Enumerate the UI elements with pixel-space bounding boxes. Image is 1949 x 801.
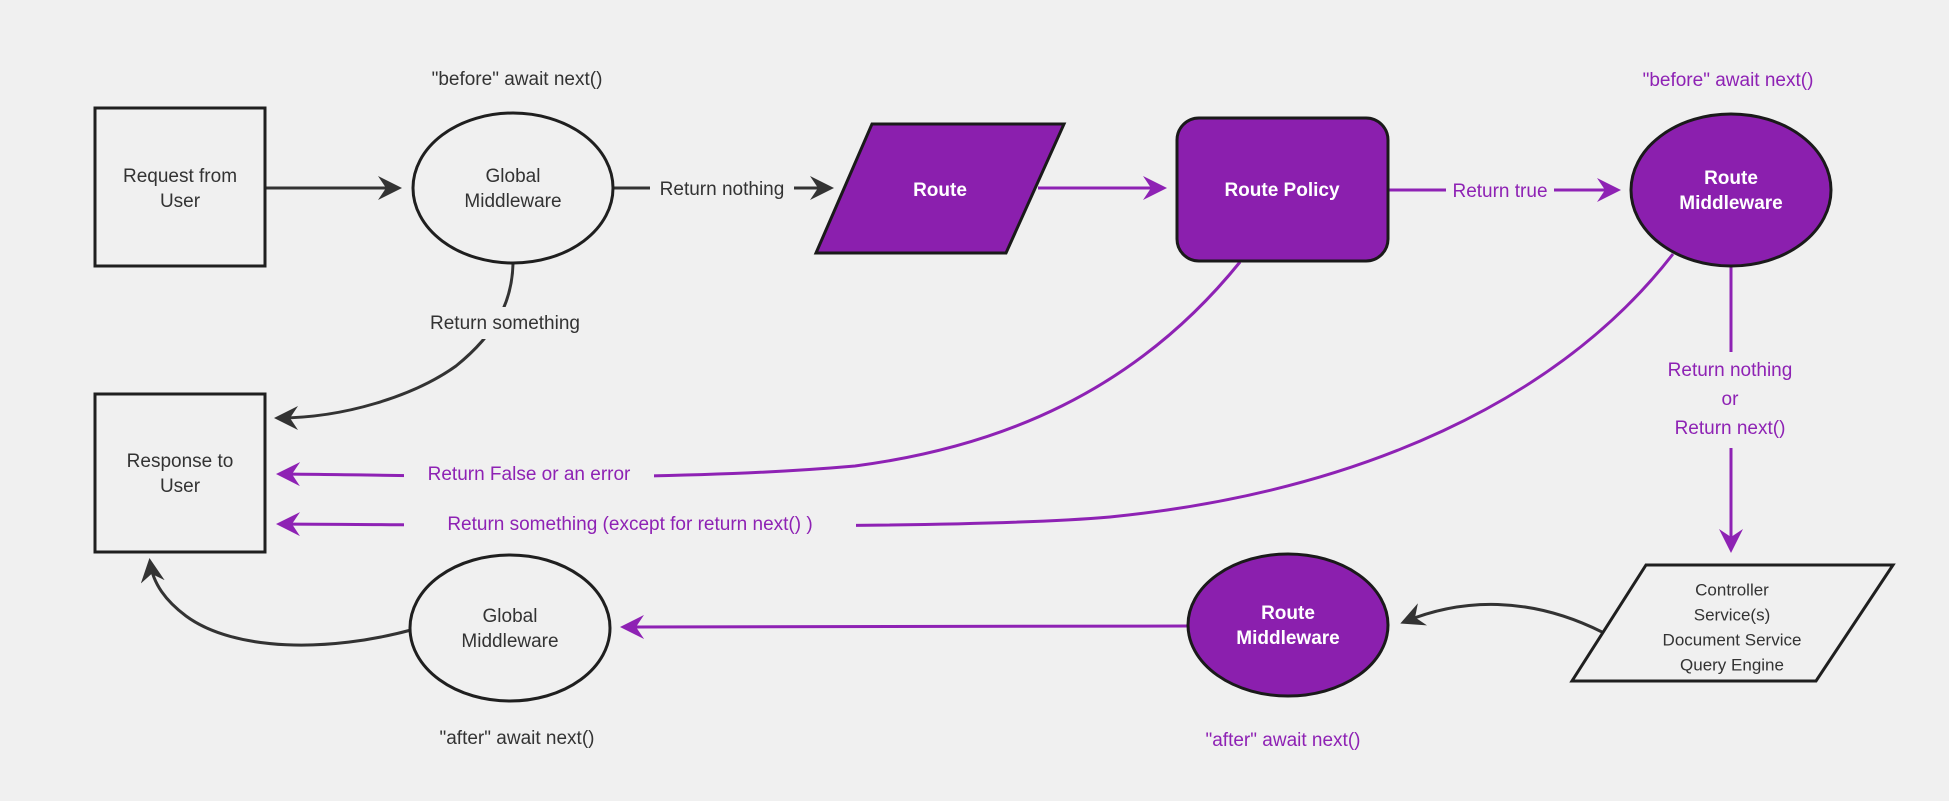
annotation-after-await-next-global: "after" await next() xyxy=(440,728,595,749)
node-response-to-user: Response to User xyxy=(93,392,267,554)
edge-label-bg xyxy=(404,508,856,540)
route-middleware-after-label-line1: Route xyxy=(1261,603,1315,624)
annotation-after-await-next-route: "after" await next() xyxy=(1206,730,1361,751)
edge-label-return-nothing-or-line1: Return nothing xyxy=(1668,360,1793,381)
request-from-user-label-line2: User xyxy=(160,191,201,212)
edge-label-bg xyxy=(1446,174,1554,206)
global-middleware-after-label-line2: Middleware xyxy=(461,631,558,652)
route-policy-label: Route Policy xyxy=(1224,180,1340,201)
controller-services-label-line1: Controller xyxy=(1695,580,1769,599)
request-from-user-label-line1: Request from xyxy=(123,166,237,187)
global-middleware-after-label-line1: Global xyxy=(483,606,538,627)
controller-services-label-line4: Query Engine xyxy=(1680,655,1784,674)
edge-label-return-false: Return False or an error xyxy=(428,464,631,485)
global-middleware-before-ellipse xyxy=(411,111,615,265)
edge-label-bg xyxy=(1622,352,1838,448)
edge-label-return-nothing: Return nothing xyxy=(660,179,785,200)
node-request-from-user: Request from User xyxy=(93,106,267,268)
edge-controller-to-route-middleware-after xyxy=(1400,602,1603,634)
edge-route-middleware-after-to-global-middleware-after xyxy=(620,614,1188,639)
node-route: Route xyxy=(813,122,1067,255)
route-middleware-after-label-line2: Middleware xyxy=(1236,628,1339,649)
annotation-before-await-next-route: "before" await next() xyxy=(1643,70,1814,91)
response-to-user-box xyxy=(93,392,267,554)
edge-return-something-to-response xyxy=(274,263,515,430)
response-to-user-label-line1: Response to xyxy=(127,451,234,472)
node-controller-services: Controller Service(s) Document Service Q… xyxy=(1569,563,1896,683)
edge-label-return-something: Return something xyxy=(430,313,580,334)
node-route-middleware-before: Route Middleware xyxy=(1629,112,1833,268)
global-middleware-before-label-line2: Middleware xyxy=(464,191,561,212)
global-middleware-before-label-line1: Global xyxy=(486,166,541,187)
node-route-policy: Route Policy xyxy=(1175,116,1390,263)
node-global-middleware-after: Global Middleware xyxy=(408,553,612,703)
edge-label-return-something-except: Return something (except for return next… xyxy=(447,514,812,535)
request-from-user-box xyxy=(93,106,267,268)
edge-label-return-nothing-or-line2: or xyxy=(1722,389,1740,410)
route-label: Route xyxy=(913,180,967,201)
route-middleware-after-ellipse xyxy=(1186,552,1390,698)
edge-global-middleware-after-to-response xyxy=(140,558,412,647)
route-middleware-before-ellipse xyxy=(1629,112,1833,268)
edge-label-bg xyxy=(404,458,654,490)
route-middleware-before-label-line2: Middleware xyxy=(1679,193,1782,214)
edge-label-return-true: Return true xyxy=(1452,181,1547,202)
route-parallelogram xyxy=(813,122,1067,255)
edge-label-return-nothing-or-line3: Return next() xyxy=(1675,418,1786,439)
edge-label-bg xyxy=(426,307,584,339)
controller-services-label-line2: Service(s) xyxy=(1694,605,1771,624)
node-route-middleware-after: Route Middleware xyxy=(1186,552,1390,698)
edge-label-bg xyxy=(650,172,794,204)
route-policy-box xyxy=(1175,116,1390,263)
controller-services-parallelogram xyxy=(1569,563,1896,683)
global-middleware-after-ellipse xyxy=(408,553,612,703)
route-middleware-before-label-line1: Route xyxy=(1704,168,1758,189)
annotation-before-await-next-global: "before" await next() xyxy=(432,69,603,90)
node-global-middleware-before: Global Middleware xyxy=(411,111,615,265)
response-to-user-label-line2: User xyxy=(160,476,201,497)
controller-services-label-line3: Document Service xyxy=(1663,630,1802,649)
